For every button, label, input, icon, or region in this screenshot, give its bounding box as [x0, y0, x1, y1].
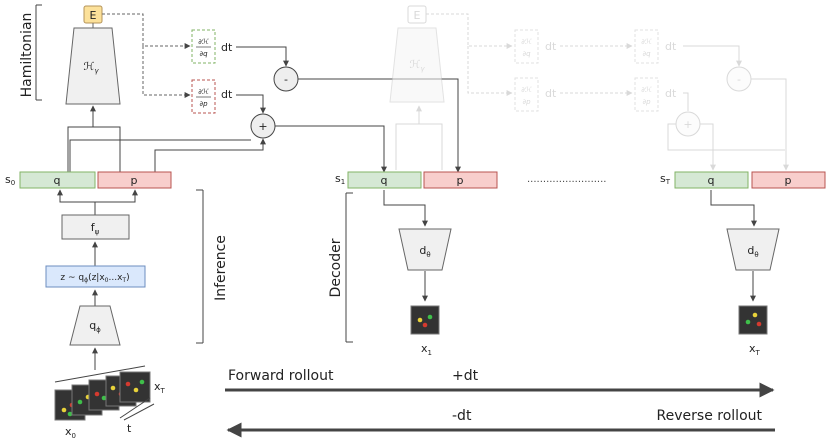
- forward-rollout-label: Forward rollout: [228, 368, 334, 384]
- decoded-frame-xT: [738, 305, 768, 335]
- ghost-step-1: E ℋγ ∂ℋ ∂q dt ∂ℋ ∂p dt: [389, 5, 633, 170]
- x1-label: x1: [421, 342, 432, 357]
- plus-sign: +: [258, 120, 267, 133]
- decoded-frame-x1: [410, 305, 440, 335]
- energy-label: E: [90, 9, 97, 22]
- s1-p-label: p: [457, 174, 464, 187]
- sT-q-box: [674, 171, 749, 189]
- energy-to-dhdq-edge: [102, 13, 191, 49]
- dhdq-numerator: ∂ℋ: [198, 38, 209, 46]
- svg-text:dt: dt: [545, 40, 557, 53]
- s0-q-box: [19, 171, 96, 189]
- sT-label: sT: [660, 172, 671, 186]
- inference-label: Inference: [213, 235, 229, 301]
- dhdq-denominator: ∂q: [199, 50, 208, 58]
- svg-text:E: E: [414, 9, 421, 22]
- posterior-box: [45, 265, 146, 288]
- svg-text:∂ℋ: ∂ℋ: [521, 38, 532, 46]
- ghost-step-2: ∂ℋ ∂q dt ∂ℋ ∂p dt - +: [634, 29, 789, 171]
- hamiltonian-network: [65, 27, 121, 105]
- minus-sign: -: [284, 73, 288, 86]
- s1-p-box: [423, 171, 498, 189]
- xT-label: xT: [749, 342, 761, 357]
- s0-q-label: q: [54, 174, 61, 187]
- hamiltonian-label: Hamiltonian: [19, 13, 35, 98]
- svg-text:-: -: [737, 73, 741, 86]
- ellipsis: .........................: [527, 174, 606, 185]
- dhdp-box: [191, 79, 216, 114]
- svg-text:dt: dt: [665, 87, 677, 100]
- s0-p-box: [97, 171, 172, 189]
- observation-stack: [54, 365, 155, 421]
- dhdq-box: [191, 29, 216, 64]
- decoder-1-network: [398, 228, 452, 271]
- sT-p-box: [751, 171, 826, 189]
- svg-text:∂p: ∂p: [642, 98, 651, 106]
- decoder-T-label: dθ: [747, 244, 758, 259]
- s1-q-label: q: [381, 174, 388, 187]
- energy-to-dhdp-edge: [142, 46, 191, 98]
- dhdp-numerator: ∂ℋ: [198, 88, 209, 96]
- svg-text:+: +: [683, 118, 692, 131]
- minus-dt-label: -dt: [452, 408, 472, 424]
- s1-q-box: [347, 171, 422, 189]
- sT-q-label: q: [708, 174, 715, 187]
- posterior-label: z ~ qϕ(z|x0...xT): [60, 273, 129, 284]
- dt-label-p: dt: [221, 88, 233, 101]
- svg-text:dt: dt: [545, 87, 557, 100]
- svg-text:∂q: ∂q: [522, 50, 531, 58]
- t-axis-label: t: [127, 422, 132, 435]
- decoder-T-network: [726, 228, 780, 271]
- sT-p-label: p: [785, 174, 792, 187]
- svg-text:∂p: ∂p: [522, 98, 531, 106]
- svg-text:∂ℋ: ∂ℋ: [641, 86, 652, 94]
- svg-text:∂ℋ: ∂ℋ: [521, 86, 532, 94]
- s1-label: s1: [335, 172, 345, 186]
- encoder-label: qϕ: [89, 319, 101, 334]
- hamiltonian-network-label: ℋγ: [83, 60, 99, 75]
- s0-label: s0: [5, 173, 15, 187]
- svg-text:∂ℋ: ∂ℋ: [641, 38, 652, 46]
- x0-label: x0: [65, 425, 76, 440]
- f-psi-label: fψ: [91, 221, 100, 236]
- dt-label-q: dt: [221, 41, 233, 54]
- encoder-network: [69, 305, 121, 346]
- svg-text:∂q: ∂q: [642, 50, 651, 58]
- svg-text:ℋγ: ℋγ: [409, 58, 425, 73]
- svg-text:dt: dt: [665, 40, 677, 53]
- dhdp-denominator: ∂p: [199, 100, 208, 108]
- decoder-label: Decoder: [328, 238, 344, 297]
- decoder-1-label: dθ: [419, 244, 430, 259]
- plus-dt-label: +dt: [452, 368, 479, 384]
- s0-p-label: p: [131, 174, 138, 187]
- f-psi-box: [61, 214, 130, 240]
- stack-xT-label: xT: [154, 380, 166, 395]
- reverse-rollout-label: Reverse rollout: [657, 408, 763, 424]
